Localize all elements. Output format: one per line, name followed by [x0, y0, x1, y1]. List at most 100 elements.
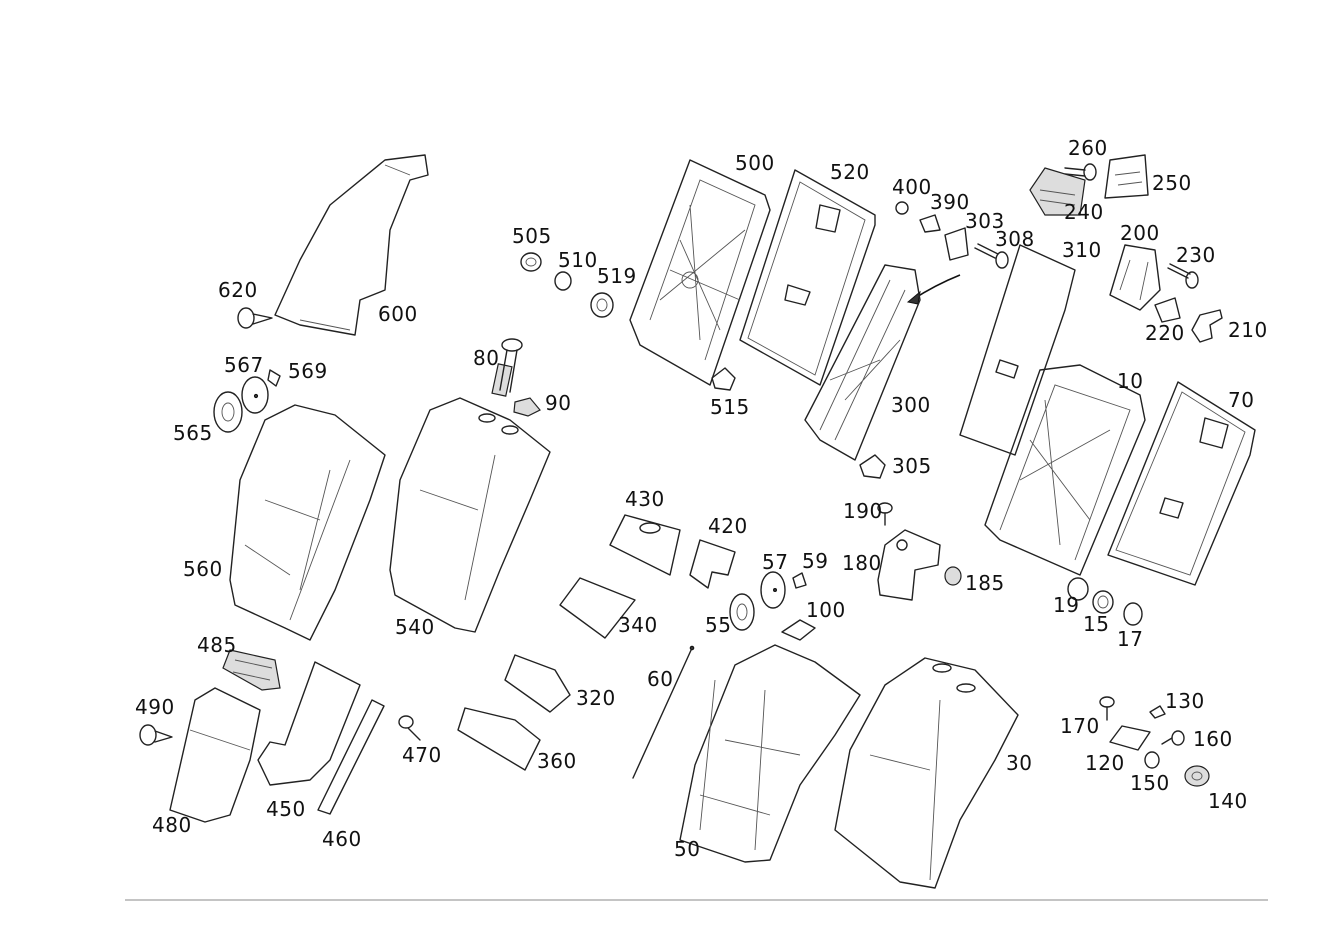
- callout-430: 430: [625, 487, 665, 511]
- part-90-clip: [513, 397, 541, 417]
- callout-210: 210: [1228, 318, 1268, 342]
- part-100-cap: [781, 619, 816, 641]
- callout-510: 510: [558, 248, 598, 272]
- part-485-switch-panel: [222, 649, 281, 691]
- part-59-clip: [792, 572, 807, 589]
- part-17-ring: [1123, 602, 1143, 626]
- part-540-backrest-pad: [389, 397, 551, 633]
- part-190-screw: [877, 502, 893, 526]
- part-565-cover-ring: [213, 391, 243, 433]
- part-320-trim: [504, 654, 571, 713]
- callout-60: 60: [647, 667, 673, 691]
- callout-515: 515: [710, 395, 750, 419]
- part-303-latch: [944, 227, 969, 261]
- callout-540: 540: [395, 615, 435, 639]
- part-140-motor: [1184, 765, 1210, 787]
- callout-230: 230: [1176, 243, 1216, 267]
- callout-520: 520: [830, 160, 870, 184]
- part-470-bolt: [398, 715, 421, 741]
- callout-500: 500: [735, 151, 775, 175]
- part-200-lock-mechanism: [1109, 244, 1161, 311]
- part-170-screw: [1099, 696, 1115, 721]
- callout-450: 450: [266, 797, 306, 821]
- part-450-bracket: [257, 661, 361, 786]
- part-55-cover-ring: [729, 593, 755, 631]
- callout-519: 519: [597, 264, 637, 288]
- callout-569: 569: [288, 359, 328, 383]
- part-19-ring: [1067, 577, 1089, 601]
- part-500-backrest-frame: [629, 159, 771, 386]
- part-520-back-panel: [739, 169, 876, 386]
- part-15-gear: [1092, 590, 1114, 614]
- part-250-cover: [1104, 154, 1149, 199]
- callout-310: 310: [1062, 238, 1102, 262]
- callout-470: 470: [402, 743, 442, 767]
- callout-485: 485: [197, 633, 237, 657]
- callout-80: 80: [473, 346, 499, 370]
- callout-560: 560: [183, 557, 223, 581]
- callout-565: 565: [173, 421, 213, 445]
- callout-50: 50: [674, 837, 700, 861]
- part-510-ring: [554, 271, 572, 291]
- part-60-rod: [632, 645, 695, 779]
- part-360-cushion-trim: [457, 707, 541, 771]
- part-505-bushing: [520, 252, 542, 272]
- part-230-bolt: [1167, 263, 1199, 289]
- part-30-seat-pad: [834, 657, 1019, 889]
- callout-150: 150: [1130, 771, 1170, 795]
- part-80-headrest-guide: [491, 338, 523, 397]
- callout-305: 305: [892, 454, 932, 478]
- callout-17: 17: [1117, 627, 1143, 651]
- part-180-hinge-bracket: [877, 529, 941, 601]
- callout-200: 200: [1120, 221, 1160, 245]
- callout-250: 250: [1152, 171, 1192, 195]
- callout-59: 59: [802, 549, 828, 573]
- part-420-bracket: [689, 539, 736, 589]
- part-310-panel: [959, 244, 1076, 456]
- callout-170: 170: [1060, 714, 1100, 738]
- part-569-clip: [267, 369, 281, 387]
- callout-130: 130: [1165, 689, 1205, 713]
- callout-190: 190: [843, 499, 883, 523]
- part-430-cover: [609, 514, 681, 576]
- part-620-screw: [237, 307, 273, 329]
- part-240-switch-block: [1029, 167, 1086, 216]
- callout-180: 180: [842, 551, 882, 575]
- part-220-release: [1154, 297, 1181, 323]
- callout-340: 340: [618, 613, 658, 637]
- part-130-clip: [1149, 705, 1166, 719]
- assembly-arrow: [906, 274, 961, 305]
- part-210-bracket: [1191, 309, 1223, 343]
- part-340-panel: [559, 577, 636, 639]
- callout-185: 185: [965, 571, 1005, 595]
- callout-490: 490: [135, 695, 175, 719]
- callout-90: 90: [545, 391, 571, 415]
- callout-360: 360: [537, 749, 577, 773]
- callout-57: 57: [762, 550, 788, 574]
- callout-55: 55: [705, 613, 731, 637]
- callout-260: 260: [1068, 136, 1108, 160]
- part-260-screw: [1064, 163, 1097, 181]
- callout-140: 140: [1208, 789, 1248, 813]
- part-490-screw: [139, 724, 173, 746]
- part-10-backrest-frame-right: [984, 364, 1146, 576]
- callout-100: 100: [806, 598, 846, 622]
- part-515-clip: [711, 367, 736, 391]
- callout-30: 30: [1006, 751, 1032, 775]
- callout-600: 600: [378, 302, 418, 326]
- callout-480: 480: [152, 813, 192, 837]
- part-120-plate: [1109, 725, 1151, 751]
- part-57-disc: [760, 571, 786, 609]
- callout-10: 10: [1117, 369, 1143, 393]
- part-160-bolt: [1161, 730, 1185, 746]
- callout-400: 400: [892, 175, 932, 199]
- callout-420: 420: [708, 514, 748, 538]
- callout-303: 303: [965, 209, 1005, 233]
- callout-308: 308: [995, 227, 1035, 251]
- callout-70: 70: [1228, 388, 1254, 412]
- callout-220: 220: [1145, 321, 1185, 345]
- part-150-nut: [1144, 751, 1160, 769]
- part-185-gear: [944, 566, 962, 586]
- callout-120: 120: [1085, 751, 1125, 775]
